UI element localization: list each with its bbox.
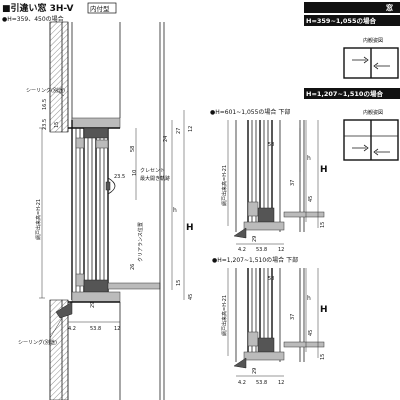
right-panels: 窓 H=359~1,055の場合 内観姿図 H=1,207~1,510の場合 内… xyxy=(304,2,400,161)
mid-dim-53-8: 53.8 xyxy=(256,247,267,253)
bottom-dim-4-2: 4.2 xyxy=(238,380,246,386)
mid-h-label: h xyxy=(307,155,311,162)
dim-24: 24 xyxy=(163,136,169,142)
sealing-bottom-label: シーリング(別途) xyxy=(18,339,57,346)
bottom-rail-detail xyxy=(247,331,259,347)
mid-dim-58: 58 xyxy=(268,142,274,148)
bottom-sill xyxy=(243,351,285,361)
sill-frame xyxy=(71,291,121,303)
window-label: 窓 xyxy=(386,3,393,12)
mid-dim-29: 29 xyxy=(252,236,258,242)
bottom-dim-45: 45 xyxy=(308,330,314,336)
mid-caption: ●H=601~1,055の場合 下部 xyxy=(210,108,290,116)
dim-29: 29 xyxy=(90,302,96,308)
top-rail-2 xyxy=(95,139,109,149)
interior-sill xyxy=(107,282,161,290)
crescent-note-1: クレセント xyxy=(140,168,165,174)
window-label-bg xyxy=(304,2,400,13)
bottom-dim-29: 29 xyxy=(252,368,258,374)
title-badge: 内付型 xyxy=(90,4,110,13)
range1-label: H=359~1,055の場合 xyxy=(306,16,376,25)
interior-view-1 xyxy=(343,47,399,79)
mid-dim-45: 45 xyxy=(308,196,314,202)
bottom-dim-58: 58 xyxy=(268,276,274,282)
range2-caption: 内観姿図 xyxy=(363,109,383,116)
mid-section-drawing: ●H=601~1,055の場合 下部 網戸出来高=H-21 58 37 h H … xyxy=(210,108,328,253)
dim-27: 27 xyxy=(176,128,182,134)
bottom-sash-detail2 xyxy=(257,337,275,353)
bottom-section-drawing: ●H=1,207~1,510の場合 下部 網戸出来高=H-21 58 37 h … xyxy=(212,256,328,386)
dim-15-bot: 15 xyxy=(176,280,182,286)
bottom-caption: ●H=1,207~1,510の場合 下部 xyxy=(212,256,298,264)
mid-bottom-rail xyxy=(247,201,259,217)
dim-12-top: 12 xyxy=(188,126,194,132)
range1-bg xyxy=(304,15,400,26)
top-rail xyxy=(75,137,85,149)
range2-bg xyxy=(304,88,400,99)
mid-interior-sill xyxy=(283,211,325,218)
bottom-dim-12: 12 xyxy=(278,380,284,386)
mid-dim-15: 15 xyxy=(320,222,326,228)
mid-dim-4-2: 4.2 xyxy=(238,247,246,253)
crescent-lock xyxy=(105,181,111,191)
page-title: ■引違い窓 3H-V xyxy=(2,2,74,14)
dim-45: 45 xyxy=(188,294,194,300)
mid-dim-37: 37 xyxy=(290,180,296,186)
left-section-drawing: 網戸出来高=H-21 シーリング(別途) 16.5 23.5 15 24 27 … xyxy=(18,21,194,400)
bottom-sash-detail xyxy=(83,279,109,293)
range2-label: H=1,207~1,510の場合 xyxy=(306,89,383,98)
crescent-note-2: 最大開き軌跡 xyxy=(140,175,170,182)
interior-view-2 xyxy=(343,119,399,161)
mid-dim-12: 12 xyxy=(278,247,284,253)
bottom-dim-53-8: 53.8 xyxy=(256,380,267,386)
bottom-dim-37: 37 xyxy=(290,314,296,320)
dim-10: 10 xyxy=(132,170,138,176)
bottom-rail xyxy=(75,273,85,287)
crescent-arc xyxy=(107,177,116,195)
dim-16-5: 16.5 xyxy=(42,99,48,110)
rough-opening-label: 網戸出来高=H-21 xyxy=(35,199,42,240)
dim-4-2: 4.2 xyxy=(68,326,76,332)
dim-53-8: 53.8 xyxy=(90,326,101,332)
mid-H-label: H xyxy=(320,165,328,175)
bottom-interior-sill xyxy=(283,341,325,348)
dim-15-top: 15 xyxy=(54,122,60,128)
mid-sash-detail xyxy=(257,207,275,223)
dim-23-5-top: 23.5 xyxy=(42,119,48,130)
subtitle: ●H=359、450の場合 xyxy=(2,15,64,23)
range1-caption: 内観姿図 xyxy=(363,37,383,44)
mid-rough-opening: 網戸出来高=H-21 xyxy=(221,165,228,206)
bottom-H-label: H xyxy=(320,305,328,315)
clearance-label: クリアランス位置 xyxy=(137,222,144,262)
mid-sill xyxy=(243,221,285,231)
header: ■引違い窓 3H-V 内付型 ●H=359、450の場合 xyxy=(2,2,117,23)
bottom-dim-15: 15 xyxy=(320,354,326,360)
dim-26: 26 xyxy=(130,264,136,270)
title-badge-frame xyxy=(87,2,117,14)
exterior-flashing xyxy=(55,301,73,319)
dim-58: 58 xyxy=(130,146,136,152)
wall-top-hatch xyxy=(49,21,63,133)
top-sash-detail xyxy=(83,127,109,139)
dim-12-bot: 12 xyxy=(114,326,120,332)
h-label: h xyxy=(173,207,177,214)
head-frame xyxy=(71,117,121,129)
dim-23-5-mid: 23.5 xyxy=(114,174,125,180)
H-label: H xyxy=(186,223,194,233)
wall-top-hatch-inner xyxy=(61,21,69,133)
bottom-h-label: h xyxy=(307,295,311,302)
sealing-top-label: シーリング(別途) xyxy=(26,87,65,94)
bottom-rough-opening: 網戸出来高=H-21 xyxy=(221,295,228,336)
